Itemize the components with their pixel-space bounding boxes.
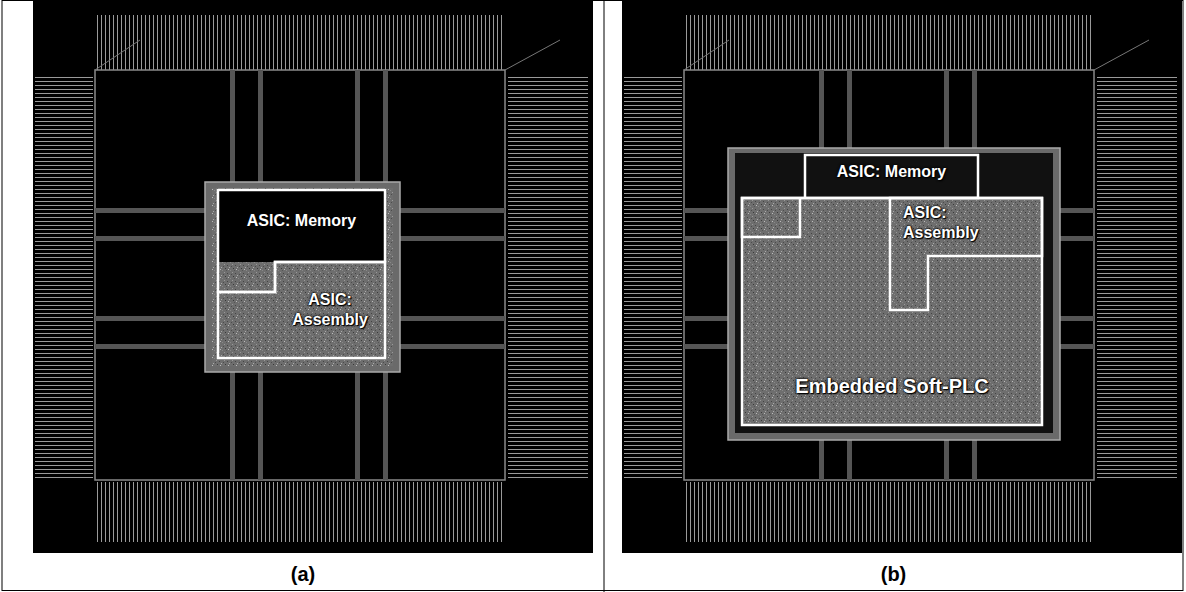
plc-region: Embedded Soft-PLC xyxy=(742,198,1042,425)
table-divider xyxy=(604,0,605,592)
die-texture xyxy=(212,188,393,366)
region-border xyxy=(742,198,1042,425)
chip-background xyxy=(622,0,1182,553)
panel: (b) ASIC: MemoryASIC: AssemblyEmbedded So… xyxy=(604,0,1183,592)
die-core xyxy=(735,153,1053,433)
panel-caption: (a) xyxy=(2,562,604,587)
memory-region: ASIC: Memory xyxy=(218,190,385,292)
assembly-region: ASIC: Assembly xyxy=(890,198,1042,310)
panel-caption: (b) xyxy=(604,562,1183,587)
region-label: ASIC: Assembly xyxy=(903,203,1023,243)
chip-background xyxy=(33,0,593,553)
region-border xyxy=(890,198,1042,310)
region-outline xyxy=(218,262,385,358)
panel: (a) ASIC: MemoryASIC: Assembly xyxy=(2,0,604,592)
assembly-region: ASIC: Assembly xyxy=(218,262,385,358)
region-outline xyxy=(218,190,385,292)
region-border xyxy=(218,190,385,292)
region-label: ASIC: Memory xyxy=(805,162,978,182)
region-label: Embedded Soft-PLC xyxy=(742,374,1042,399)
region-label: ASIC: Assembly xyxy=(275,290,385,330)
die-frame xyxy=(728,148,1060,440)
region-border xyxy=(218,262,385,358)
memory-area xyxy=(218,190,385,262)
region-label: ASIC: Memory xyxy=(218,211,385,231)
die-frame xyxy=(205,182,400,372)
die-texture xyxy=(742,198,1042,425)
